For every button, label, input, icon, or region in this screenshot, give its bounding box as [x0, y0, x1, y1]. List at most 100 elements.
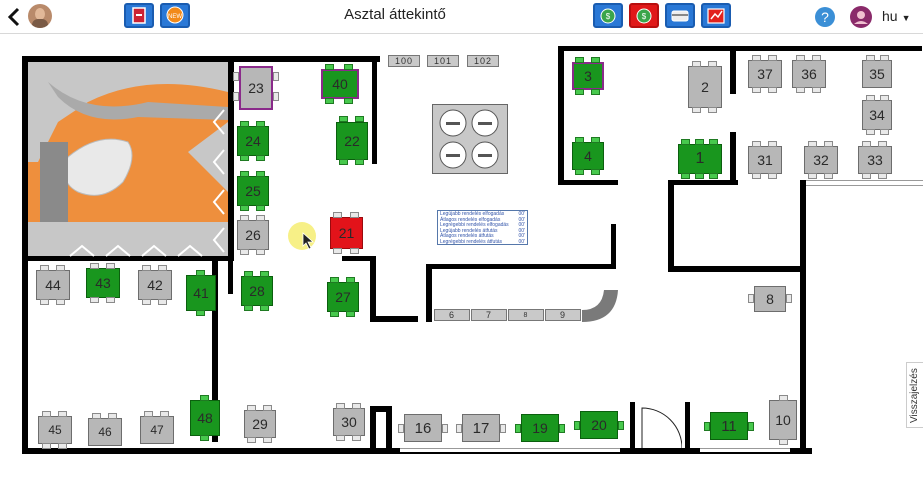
help-icon[interactable]: ?: [813, 5, 837, 29]
chair: [866, 129, 875, 135]
table-35[interactable]: 35: [862, 60, 892, 88]
exit-button[interactable]: [124, 3, 154, 28]
report-button[interactable]: [701, 3, 731, 28]
cursor-icon: [302, 232, 315, 250]
new-order-button[interactable]: NEW: [160, 3, 190, 28]
chair: [160, 411, 169, 417]
table-25[interactable]: 25: [237, 176, 269, 206]
table-4[interactable]: 4: [572, 142, 604, 170]
table-43[interactable]: 43: [86, 268, 120, 298]
chair: [575, 57, 584, 63]
chair: [748, 294, 754, 303]
table-20[interactable]: 20: [580, 411, 618, 439]
legend-value: 00': [518, 233, 525, 240]
chair: [591, 169, 600, 175]
language-selector[interactable]: hu▼: [882, 8, 911, 24]
table-30[interactable]: 30: [333, 408, 365, 436]
table-42[interactable]: 42: [138, 270, 172, 300]
money-bag-button[interactable]: $: [593, 3, 623, 28]
money-bag-alert-button[interactable]: $: [629, 3, 659, 28]
table-31[interactable]: 31: [748, 146, 782, 174]
wall: [22, 56, 28, 454]
table-28[interactable]: 28: [241, 276, 273, 306]
umbrella-row: [69, 244, 203, 257]
table-22[interactable]: 22: [336, 122, 368, 160]
back-icon[interactable]: [6, 7, 22, 27]
chair: [260, 305, 269, 311]
chair: [256, 215, 265, 221]
table-23[interactable]: 23: [239, 66, 273, 110]
table-37[interactable]: 37: [748, 60, 782, 88]
table-32[interactable]: 32: [804, 146, 838, 174]
table-44[interactable]: 44: [36, 270, 70, 300]
table-40[interactable]: 40: [321, 69, 359, 99]
legend-label: Legújabb rendelés elfogadás: [440, 211, 505, 217]
table-21[interactable]: 21: [330, 217, 363, 249]
table-11[interactable]: 11: [710, 412, 748, 440]
table-16[interactable]: 16: [404, 414, 442, 442]
table-26[interactable]: 26: [237, 220, 269, 250]
bar-stool-102[interactable]: 102: [467, 55, 499, 67]
bar-stool-100[interactable]: 100: [388, 55, 420, 67]
counter-seat-9[interactable]: 9: [545, 309, 581, 321]
wall: [22, 56, 380, 62]
new-badge-icon: NEW: [166, 6, 184, 24]
legend-label: Átlagos rendelés elfogadás: [440, 216, 501, 223]
table-45[interactable]: 45: [38, 416, 72, 444]
counter-seat-8[interactable]: 8: [508, 309, 544, 321]
chair: [106, 263, 115, 269]
chair: [692, 61, 701, 67]
chair: [866, 55, 875, 61]
table-48[interactable]: 48: [190, 400, 220, 436]
wall: [212, 256, 218, 442]
chair: [40, 265, 49, 271]
chair: [575, 89, 584, 95]
legend-value: 00': [518, 211, 525, 217]
wall: [426, 264, 616, 269]
chair: [768, 173, 777, 179]
chair: [263, 405, 272, 411]
payment-button[interactable]: [665, 3, 695, 28]
chair: [106, 297, 115, 303]
table-19[interactable]: 19: [521, 414, 559, 442]
legend-label: Legrégebbi rendelés átfutás: [440, 238, 502, 245]
table-17[interactable]: 17: [462, 414, 500, 442]
table-24[interactable]: 24: [237, 126, 269, 156]
table-27[interactable]: 27: [327, 282, 359, 312]
table-33[interactable]: 33: [858, 146, 892, 174]
table-1[interactable]: 1: [678, 144, 722, 174]
chair: [58, 443, 67, 449]
wall: [426, 264, 432, 322]
avatar[interactable]: [28, 4, 52, 28]
table-47[interactable]: 47: [140, 416, 174, 444]
chair: [142, 265, 151, 271]
chair: [880, 55, 889, 61]
chair: [352, 435, 361, 441]
wall: [558, 46, 922, 51]
counter-seat-6[interactable]: 6: [434, 309, 470, 321]
bar-stool-101[interactable]: 101: [427, 55, 459, 67]
chair: [559, 424, 565, 433]
table-29[interactable]: 29: [244, 410, 276, 438]
profile-icon[interactable]: [849, 5, 873, 29]
feedback-tab[interactable]: Visszajelzés: [906, 362, 923, 428]
legend-value: 00': [518, 227, 525, 234]
legend-label: Legújabb rendelés átfutás: [440, 227, 498, 234]
table-36[interactable]: 36: [792, 60, 826, 88]
wall: [370, 316, 418, 322]
chair: [196, 310, 205, 316]
chair: [708, 61, 717, 67]
svg-text:$: $: [606, 12, 611, 21]
counter-seat-7[interactable]: 7: [471, 309, 507, 321]
legend-value: 00': [518, 216, 525, 223]
table-2[interactable]: 2: [688, 66, 722, 108]
table-10[interactable]: 10: [769, 400, 797, 440]
chair: [240, 205, 249, 211]
table-46[interactable]: 46: [88, 418, 122, 446]
table-3[interactable]: 3: [572, 62, 604, 90]
table-34[interactable]: 34: [862, 100, 892, 130]
table-41[interactable]: 41: [186, 275, 216, 311]
chair: [260, 271, 269, 277]
table-8[interactable]: 8: [754, 286, 786, 312]
